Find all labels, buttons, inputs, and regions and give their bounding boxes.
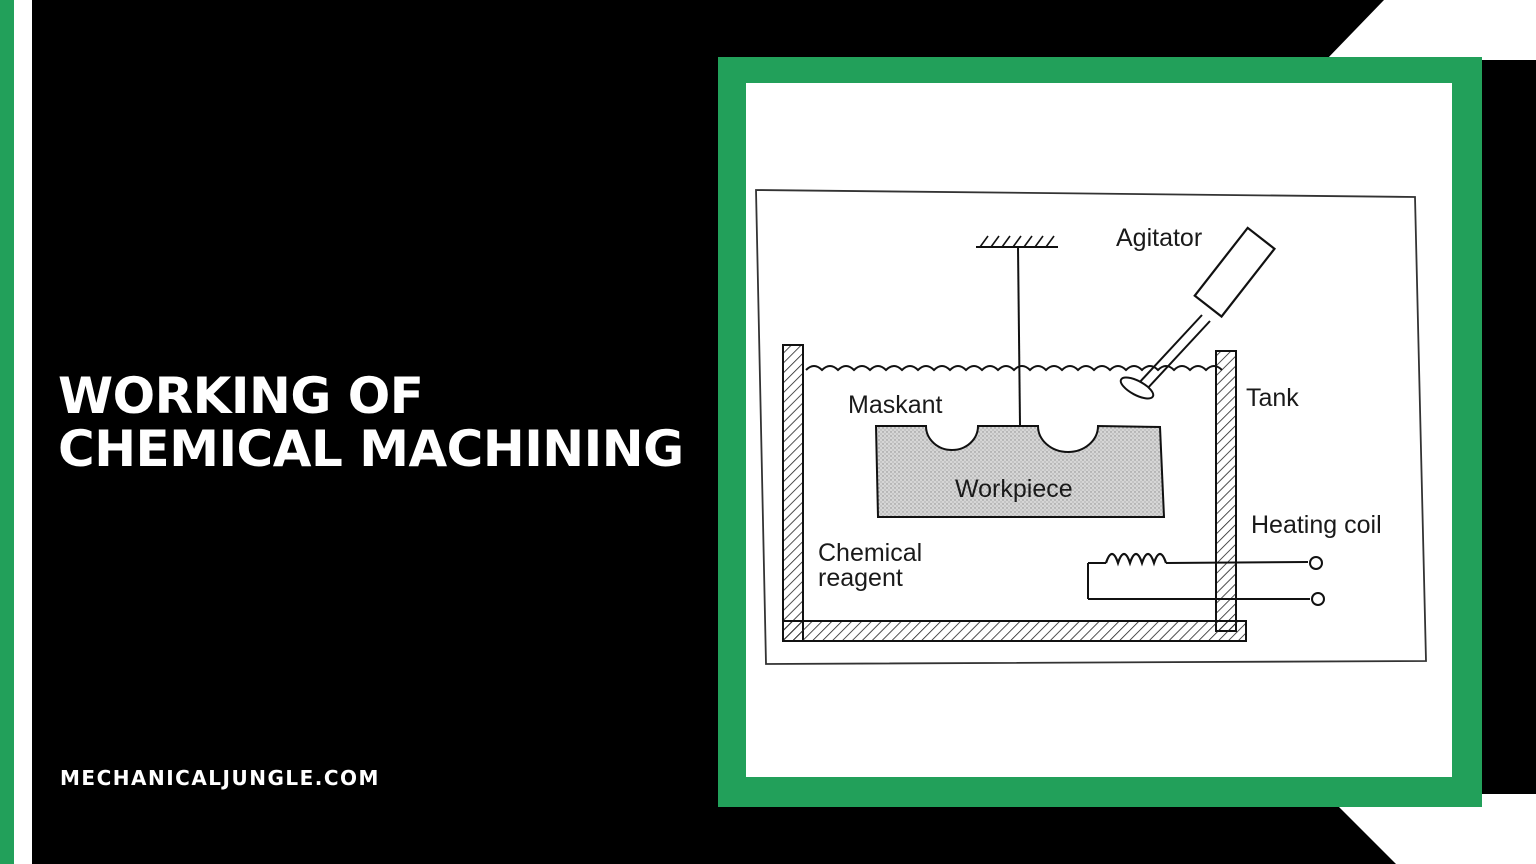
chemical-machining-diagram: Agitator Tank Maskant Workpiece Heating … xyxy=(755,189,1427,665)
corner-decoration-top xyxy=(1326,0,1536,60)
drawing-border xyxy=(755,189,1427,665)
title-line-1: WORKING OF xyxy=(58,367,424,425)
accent-gap xyxy=(14,0,32,864)
diagram-frame: Agitator Tank Maskant Workpiece Heating … xyxy=(718,57,1482,807)
site-url[interactable]: MECHANICALJUNGLE.COM xyxy=(60,766,380,790)
label-chemical-line1: Chemical xyxy=(818,539,922,567)
label-workpiece: Workpiece xyxy=(955,475,1073,503)
workpiece-support xyxy=(976,235,1058,426)
label-heating-coil: Heating coil xyxy=(1251,511,1382,539)
accent-stripe xyxy=(0,0,14,864)
agitator xyxy=(1119,226,1277,400)
reagent-surface xyxy=(805,365,1223,372)
label-maskant: Maskant xyxy=(848,391,943,419)
heating-coil xyxy=(1087,552,1325,606)
page-title: WORKING OF CHEMICAL MACHINING xyxy=(58,370,684,476)
label-tank: Tank xyxy=(1246,384,1299,412)
diagram-panel: Agitator Tank Maskant Workpiece Heating … xyxy=(746,83,1452,777)
label-agitator: Agitator xyxy=(1116,224,1202,252)
tank xyxy=(782,344,1247,642)
label-chemical-line2: reagent xyxy=(818,564,903,592)
title-line-2: CHEMICAL MACHINING xyxy=(58,420,684,478)
workpiece xyxy=(874,424,1166,518)
